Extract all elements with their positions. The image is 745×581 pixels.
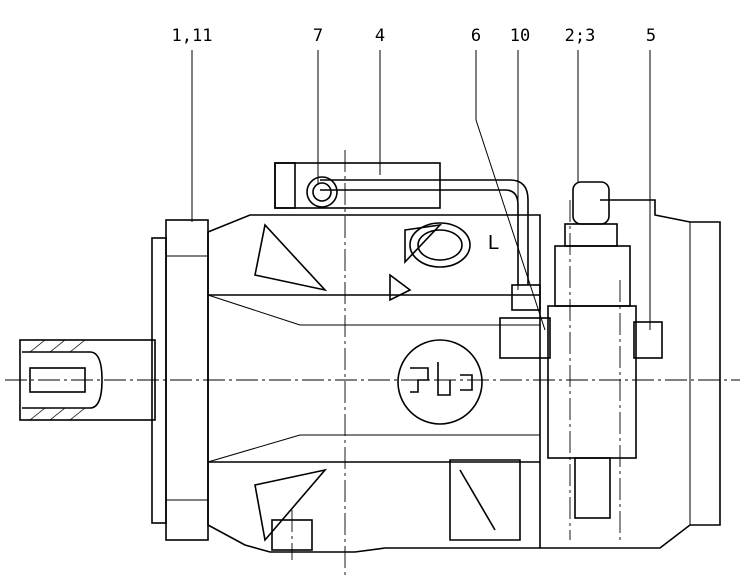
callout-2-3: 2;3 <box>564 26 596 46</box>
leader-lines <box>191 50 651 331</box>
callout-6: 6 <box>470 26 482 46</box>
port-l-label: L <box>488 232 500 254</box>
pipe-assembly <box>274 162 551 359</box>
control-valve <box>540 181 721 549</box>
callout-1-11: 1,11 <box>171 26 213 46</box>
callout-4: 4 <box>374 26 386 46</box>
center-lines <box>5 150 740 575</box>
callout-10: 10 <box>509 26 531 46</box>
callout-7: 7 <box>312 26 324 46</box>
callout-5: 5 <box>645 26 657 46</box>
housing <box>207 214 541 553</box>
